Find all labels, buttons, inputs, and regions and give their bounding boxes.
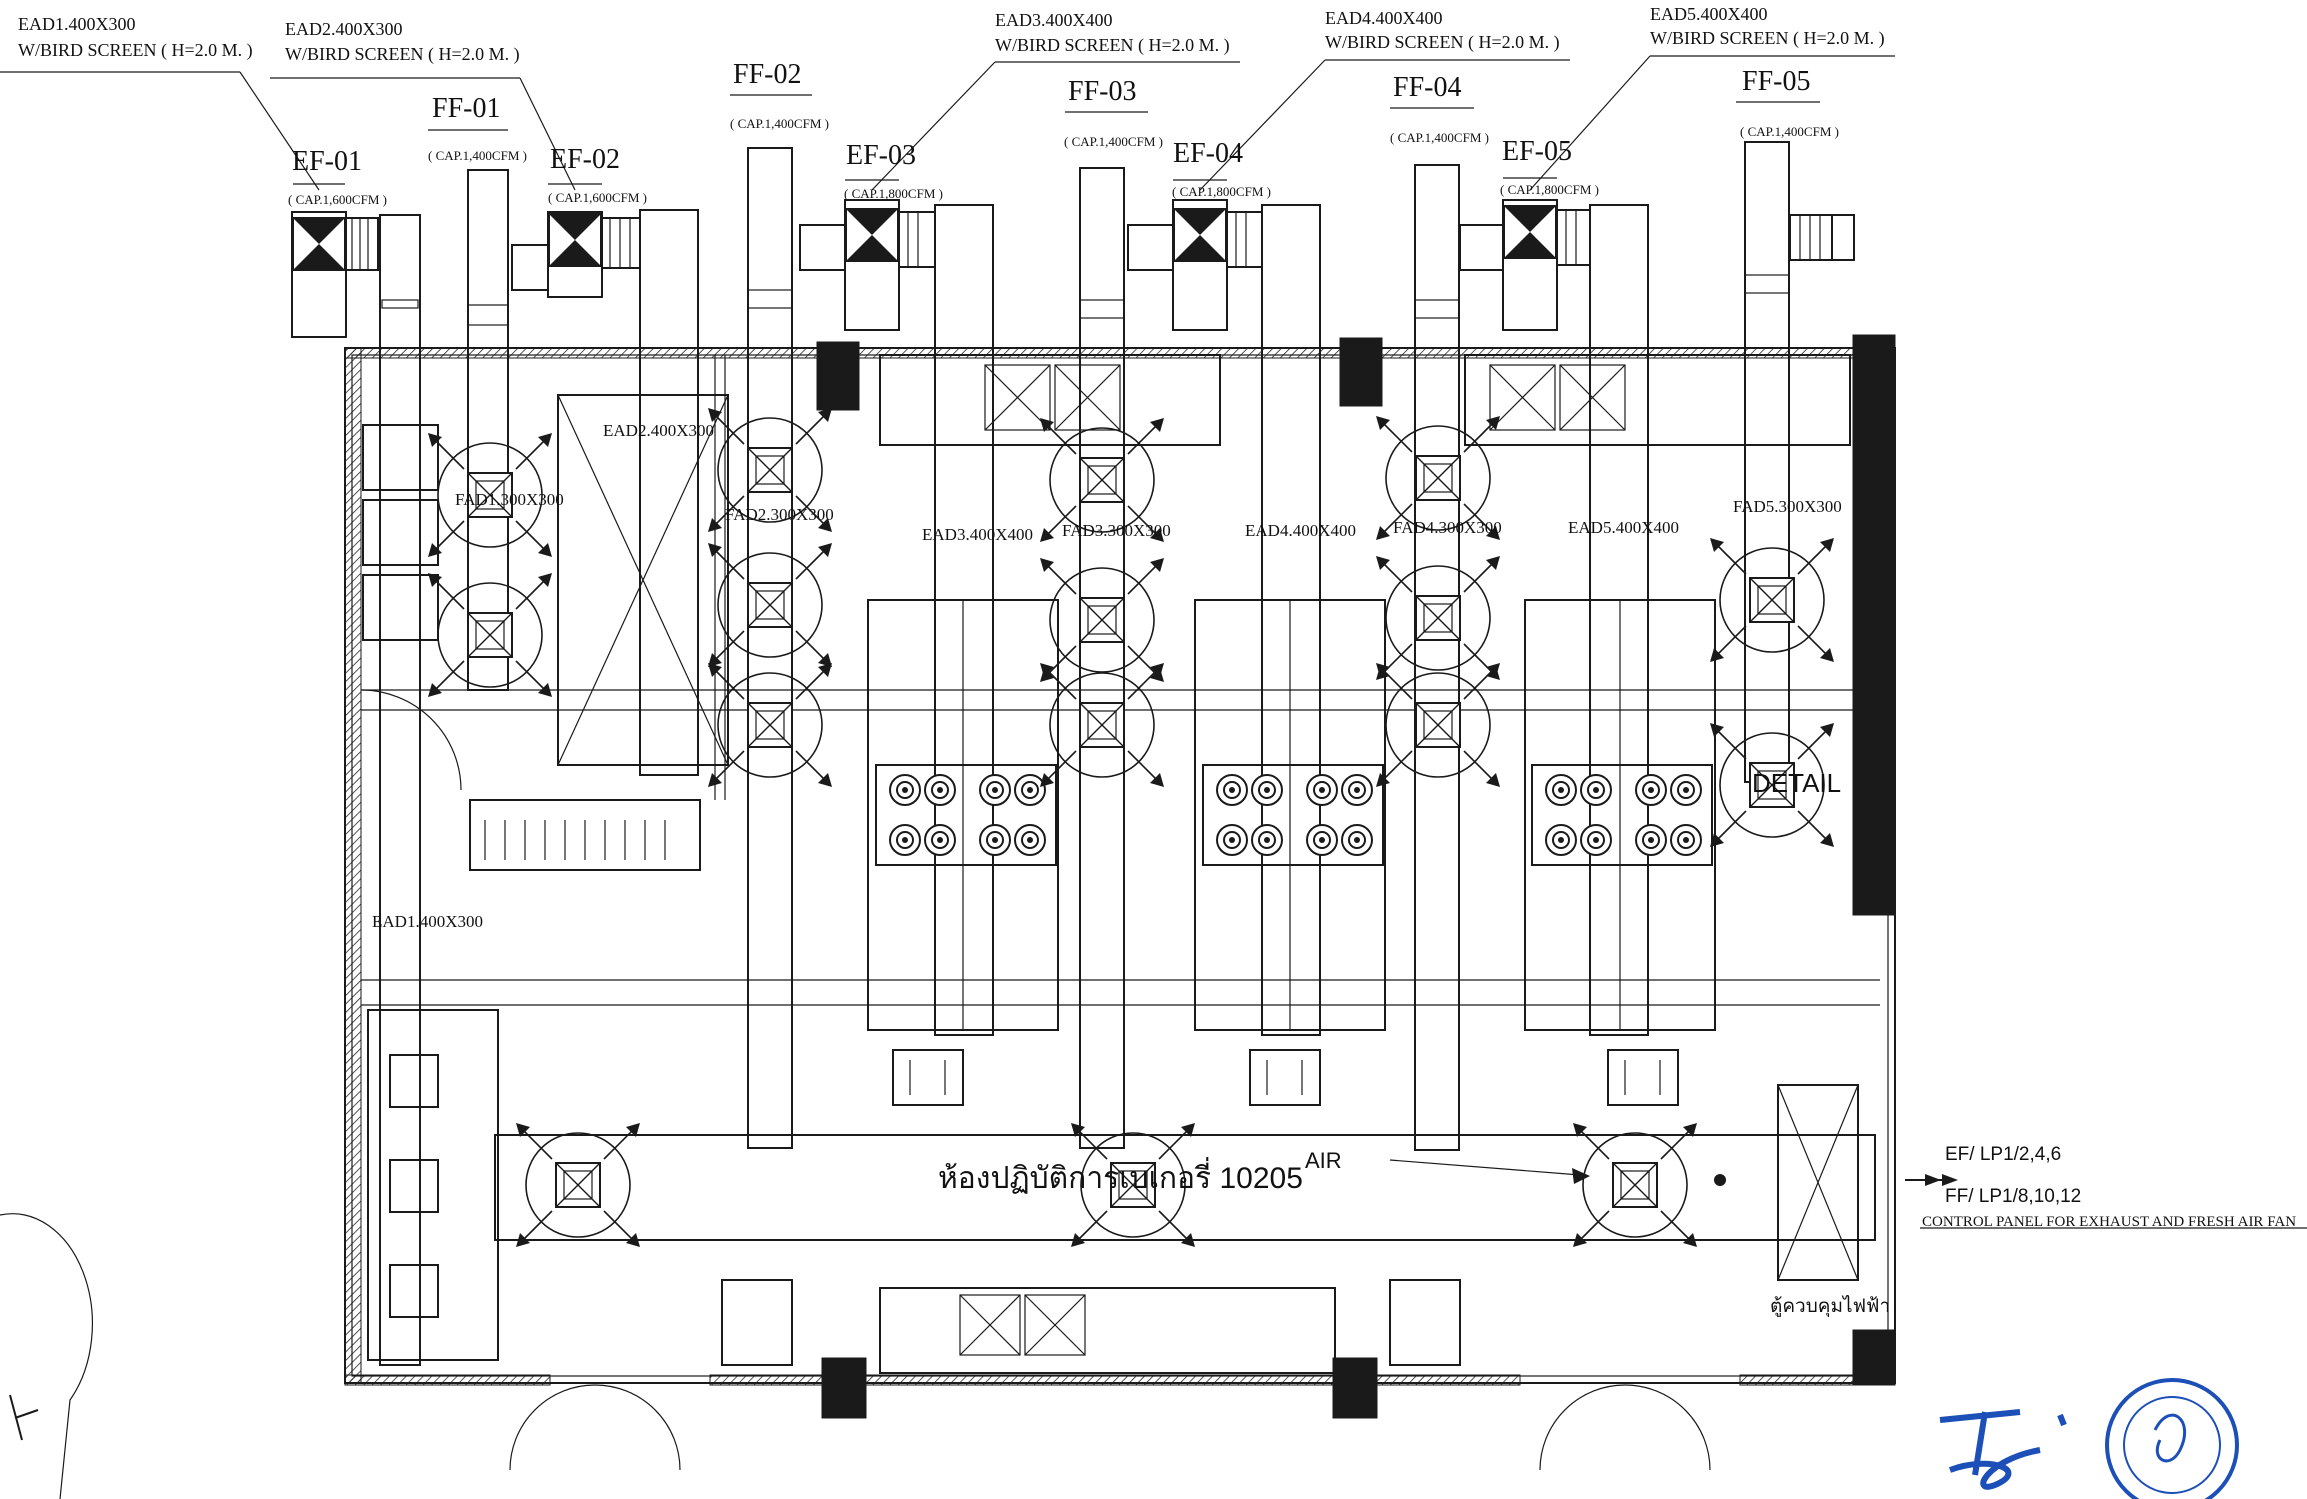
tag-ef-02: EF-02 <box>550 144 620 175</box>
note-ead3-line1: EAD3.400X400 <box>995 10 1113 30</box>
tag-ff-03: FF-03 <box>1068 76 1136 107</box>
roof-fans <box>291 199 1855 338</box>
tag-ff-02: FF-02 <box>733 59 801 90</box>
tag-ff-01: FF-01 <box>432 93 500 124</box>
duct-labels: EAD2.400X300 FAD1.300X300 FAD2.300X300 E… <box>372 421 1842 931</box>
tag-ef-01: EF-01 <box>292 146 362 177</box>
duct-label-fad3: FAD3.300X300 <box>1062 521 1171 540</box>
left-equipment <box>362 394 729 1361</box>
note-ead4-line1: EAD4.400X400 <box>1325 8 1443 28</box>
official-seal <box>2105 1378 2239 1499</box>
ff-circuit: FF/ LP1/8,10,12 <box>1945 1186 2081 1207</box>
mixers <box>892 1049 1679 1106</box>
note-ead5-line1: EAD5.400X400 <box>1650 4 1768 24</box>
control-panel-caption: CONTROL PANEL FOR EXHAUST AND FRESH AIR … <box>1922 1214 2296 1230</box>
section-marker <box>0 1213 93 1499</box>
cap-ff-01: ( CAP.1,400CFM ) <box>428 148 527 163</box>
cap-ff-03: ( CAP.1,400CFM ) <box>1064 134 1163 149</box>
fan-ef-02 <box>511 211 641 298</box>
note-ead2-line1: EAD2.400X300 <box>285 19 403 39</box>
hood-areas <box>867 599 1716 1031</box>
detail-label: DETAIL <box>1752 768 1841 798</box>
ead-notes: EAD1.400X300 W/BIRD SCREEN ( H=2.0 M. ) … <box>18 4 1885 65</box>
control-panel-labels: EF/ LP1/2,4,6 FF/ LP1/8,10,12 CONTROL PA… <box>1770 1144 2296 1318</box>
cap-ef-02: ( CAP.1,600CFM ) <box>548 190 647 205</box>
cap-ff-04: ( CAP.1,400CFM ) <box>1390 130 1489 145</box>
cabinet-label: ตู้ควบคุมไฟฟ้า <box>1770 1295 1890 1318</box>
duct-label-fad4: FAD4.300X300 <box>1393 518 1502 537</box>
cap-ef-04: ( CAP.1,800CFM ) <box>1172 184 1271 199</box>
tag-ef-04: EF-04 <box>1173 138 1243 169</box>
top-counter <box>879 354 1851 446</box>
tag-ef-03: EF-03 <box>846 140 916 171</box>
tag-ef-05: EF-05 <box>1502 136 1572 167</box>
room-walls <box>344 334 1896 1419</box>
duct-label-ead4: EAD4.400X400 <box>1245 521 1356 540</box>
duct-label-fad1: FAD1.300X300 <box>455 490 564 509</box>
air-label: AIR <box>1305 1148 1342 1173</box>
cap-ff-02: ( CAP.1,400CFM ) <box>730 116 829 131</box>
tag-ff-05: FF-05 <box>1742 66 1810 97</box>
duct-label-ead3: EAD3.400X400 <box>922 525 1033 544</box>
cap-ef-05: ( CAP.1,800CFM ) <box>1500 182 1599 197</box>
duct-label-fad5: FAD5.300X300 <box>1733 497 1842 516</box>
note-ead5-line2: W/BIRD SCREEN ( H=2.0 M. ) <box>1650 28 1885 49</box>
control-cabinet <box>1714 1084 2307 1281</box>
duct-label-fad2: FAD2.300X300 <box>725 505 834 524</box>
cap-ef-01: ( CAP.1,600CFM ) <box>288 192 387 207</box>
fan-tags: EF-01 ( CAP.1,600CFM ) EF-02 ( CAP.1,600… <box>288 59 1839 207</box>
note-ead3-line2: W/BIRD SCREEN ( H=2.0 M. ) <box>995 35 1230 56</box>
note-ead1-line2: W/BIRD SCREEN ( H=2.0 M. ) <box>18 40 253 61</box>
cap-ff-05: ( CAP.1,400CFM ) <box>1740 124 1839 139</box>
duct-label-ead2: EAD2.400X300 <box>603 421 714 440</box>
doors <box>360 689 1711 1471</box>
signature <box>1939 1409 2067 1490</box>
fan-ef-05 <box>1459 199 1591 331</box>
note-ead4-line2: W/BIRD SCREEN ( H=2.0 M. ) <box>1325 32 1560 53</box>
fan-ff-05 <box>1789 214 1855 261</box>
bottom-counter <box>721 1279 1461 1374</box>
note-ead1-line1: EAD1.400X300 <box>18 14 136 34</box>
fan-ef-03 <box>799 199 936 331</box>
leader-lines <box>0 55 1895 191</box>
stoves <box>875 764 1713 866</box>
handwritten-mark <box>9 1394 39 1441</box>
cap-ef-03: ( CAP.1,800CFM ) <box>844 186 943 201</box>
note-ead2-line2: W/BIRD SCREEN ( H=2.0 M. ) <box>285 44 520 65</box>
fan-ef-04 <box>1127 199 1263 331</box>
tag-ff-04: FF-04 <box>1393 72 1461 103</box>
room-name: ห้องปฏิบัติการเบเกอรี่ 10205 <box>938 1157 1303 1195</box>
ef-circuit: EF/ LP1/2,4,6 <box>1945 1144 2061 1165</box>
duct-label-ead1: EAD1.400X300 <box>372 912 483 931</box>
fan-ef-01 <box>291 211 379 338</box>
duct-label-ead5: EAD5.400X400 <box>1568 518 1679 537</box>
